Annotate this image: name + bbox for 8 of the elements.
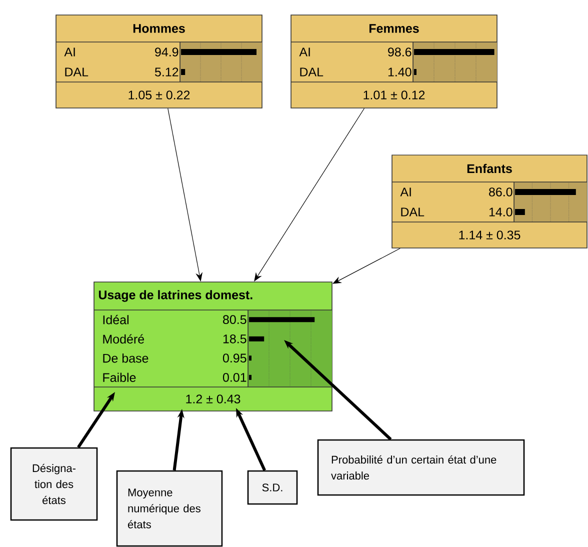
callout-box: Moyenne numérique des états [116, 470, 223, 547]
variable-box: Usage de latrines domest. Idéal 80.5 Modéré 18.5 De base 0.95 Faible 0.01 1.2 ± 0.43 [94, 282, 332, 412]
callout-box: Désigna- tion des états [10, 447, 98, 521]
variable-box: Enfants AI 86.0 DAL 14.0 1.14 ± 0.35 [392, 154, 588, 248]
callout-box: Probabilité d’un certain état d’une variable [317, 439, 525, 496]
variable-box: Hommes AI 94.9 DAL 5.12 1.05 ± 0.22 [56, 14, 262, 108]
variable-box: Femmes AI 98.6 DAL 1.40 1.01 ± 0.12 [290, 14, 498, 108]
callout-box: S.D. [247, 470, 298, 505]
